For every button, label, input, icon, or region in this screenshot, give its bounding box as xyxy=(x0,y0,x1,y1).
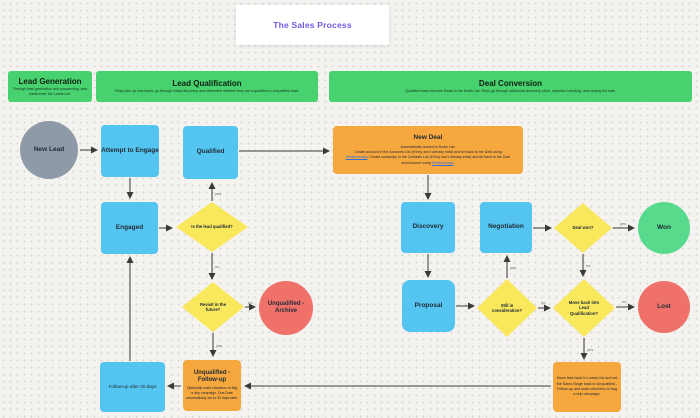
node-move-back-note[interactable]: Move task back to Leads List and set the… xyxy=(553,362,621,412)
node-label: Revisit in the future? xyxy=(199,301,227,312)
node-won[interactable]: Won xyxy=(638,202,690,254)
edge-label-yes: yes xyxy=(620,221,626,226)
node-unqualified-followup[interactable]: Unqualified - Follow-up Optionally mark … xyxy=(183,360,241,411)
edge-label-no: no xyxy=(215,264,220,269)
node-label: Follow-up after 30 days xyxy=(108,384,157,390)
node-negotiation[interactable]: Negotiation xyxy=(480,202,532,253)
node-label: Discovery xyxy=(412,223,444,231)
page-title: The Sales Process xyxy=(273,20,352,30)
relationships-link[interactable]: Relationships xyxy=(345,155,368,160)
edge-label-no: no xyxy=(586,263,591,268)
node-label: Qualified xyxy=(196,148,225,156)
node-new-deal[interactable]: New Deal Automatically moved to Deals Li… xyxy=(333,126,523,174)
node-label: New Lead xyxy=(33,145,65,153)
node-label: Unqualified - Archive xyxy=(267,300,305,315)
section-deal-conversion[interactable]: Deal Conversion Qualified leads become D… xyxy=(329,71,692,102)
edge-label-no: no xyxy=(541,300,546,305)
node-engaged[interactable]: Engaged xyxy=(101,202,158,254)
node-body-line1: Automatically moved to Deals List. xyxy=(400,144,456,149)
node-body: Move task back to Leads List and set the… xyxy=(556,376,618,397)
section-subtitle: Reps pick up new leads, go through initi… xyxy=(115,89,299,94)
node-label: Proposal xyxy=(414,301,443,309)
node-attempt-to-engage[interactable]: Attempt to Engage xyxy=(101,125,159,177)
node-label: Still in consideration? xyxy=(491,302,522,313)
edge-label-yes: yes xyxy=(587,347,593,352)
node-proposal[interactable]: Proposal xyxy=(402,280,455,332)
title-card[interactable]: The Sales Process xyxy=(236,5,389,45)
node-unqualified-archive[interactable]: Unqualified - Archive xyxy=(259,281,313,335)
body-text: Create account in the Accounts List (if … xyxy=(354,150,502,155)
body-text: . xyxy=(453,160,455,165)
node-new-lead[interactable]: New Lead xyxy=(20,121,78,179)
node-lost[interactable]: Lost xyxy=(638,281,690,333)
section-lead-qualification[interactable]: Lead Qualification Reps pick up new lead… xyxy=(96,71,318,102)
edge-label-yes: yes xyxy=(216,343,222,348)
node-label: Move back into Lead Qualification? xyxy=(568,299,600,316)
edge-label-yes: yes xyxy=(215,191,221,196)
node-label: Won xyxy=(657,223,671,231)
node-title: New Deal xyxy=(413,134,443,142)
section-subtitle: Through lead generation and prospecting,… xyxy=(12,87,88,96)
node-label: Attempt to Engage xyxy=(101,146,159,154)
section-title: Lead Generation xyxy=(18,76,82,86)
node-label: Negotiation xyxy=(488,223,524,231)
section-subtitle: Qualified leads become Deals in the Deal… xyxy=(405,89,616,94)
edge-label-yes: yes xyxy=(510,265,516,270)
node-label: Lost xyxy=(657,302,671,310)
node-label: Engaged xyxy=(115,223,144,231)
edge-label-no: no xyxy=(248,300,253,305)
node-body-line2: Create account in the Accounts List (if … xyxy=(341,150,515,166)
node-body: Optionally mark checkbox to flag a drip … xyxy=(186,386,238,401)
body-text: . Create contact(s) in the Contacts List… xyxy=(367,155,511,165)
section-title: Lead Qualification xyxy=(172,78,242,88)
node-followup-30-days[interactable]: Follow-up after 30 days xyxy=(100,362,165,412)
relationships-link[interactable]: Relationships xyxy=(431,160,454,165)
edge-label-no: no xyxy=(622,299,627,304)
node-discovery[interactable]: Discovery xyxy=(401,202,455,253)
node-title: Unqualified - Follow-up xyxy=(193,369,231,383)
node-qualified[interactable]: Qualified xyxy=(183,126,238,179)
node-label: Deal won? xyxy=(572,225,594,231)
section-lead-generation[interactable]: Lead Generation Through lead generation … xyxy=(8,71,92,102)
section-title: Deal Conversion xyxy=(478,78,543,88)
node-label: Is the lead qualified? xyxy=(191,224,233,230)
